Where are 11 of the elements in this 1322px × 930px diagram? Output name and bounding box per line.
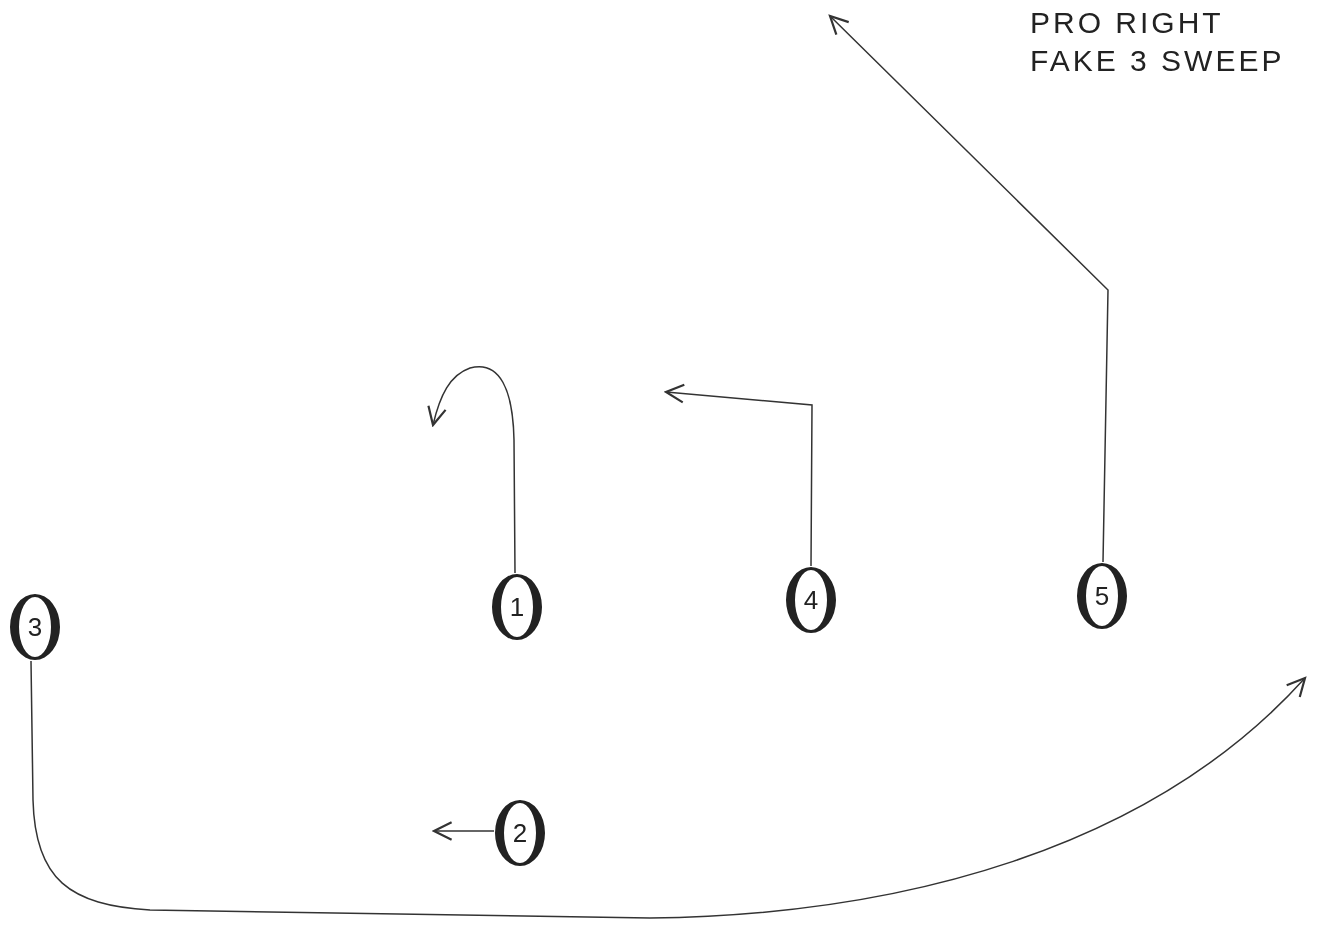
player-number: 4: [803, 584, 819, 616]
player-number: 5: [1094, 580, 1110, 612]
play-title: PRO RIGHT FAKE 3 SWEEP: [1030, 5, 1286, 79]
route-arrow: [432, 821, 495, 841]
player-number: 1: [509, 591, 525, 623]
player-number: 2: [512, 817, 528, 849]
route-arrow: [828, 14, 1109, 563]
route-arrow: [427, 366, 516, 574]
route-arrow: [30, 660, 1307, 919]
player-number: 3: [27, 611, 43, 643]
route-arrow: [664, 383, 813, 567]
